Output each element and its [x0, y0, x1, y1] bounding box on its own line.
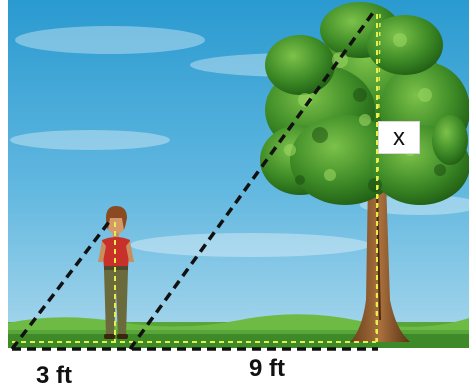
- person-icon: [98, 206, 134, 339]
- tree-shadow-length-label: 9 ft: [249, 355, 285, 382]
- person-shadow-hypotenuse: [10, 216, 114, 351]
- person-shadow-length-label: 3 ft: [36, 362, 72, 389]
- left-border: [0, 0, 8, 390]
- tree-height-label: x: [378, 121, 420, 154]
- dashed-lines: [10, 8, 378, 351]
- tree-trunk-marker-right: [375, 13, 381, 343]
- tree-shadow-hypotenuse: [128, 8, 377, 351]
